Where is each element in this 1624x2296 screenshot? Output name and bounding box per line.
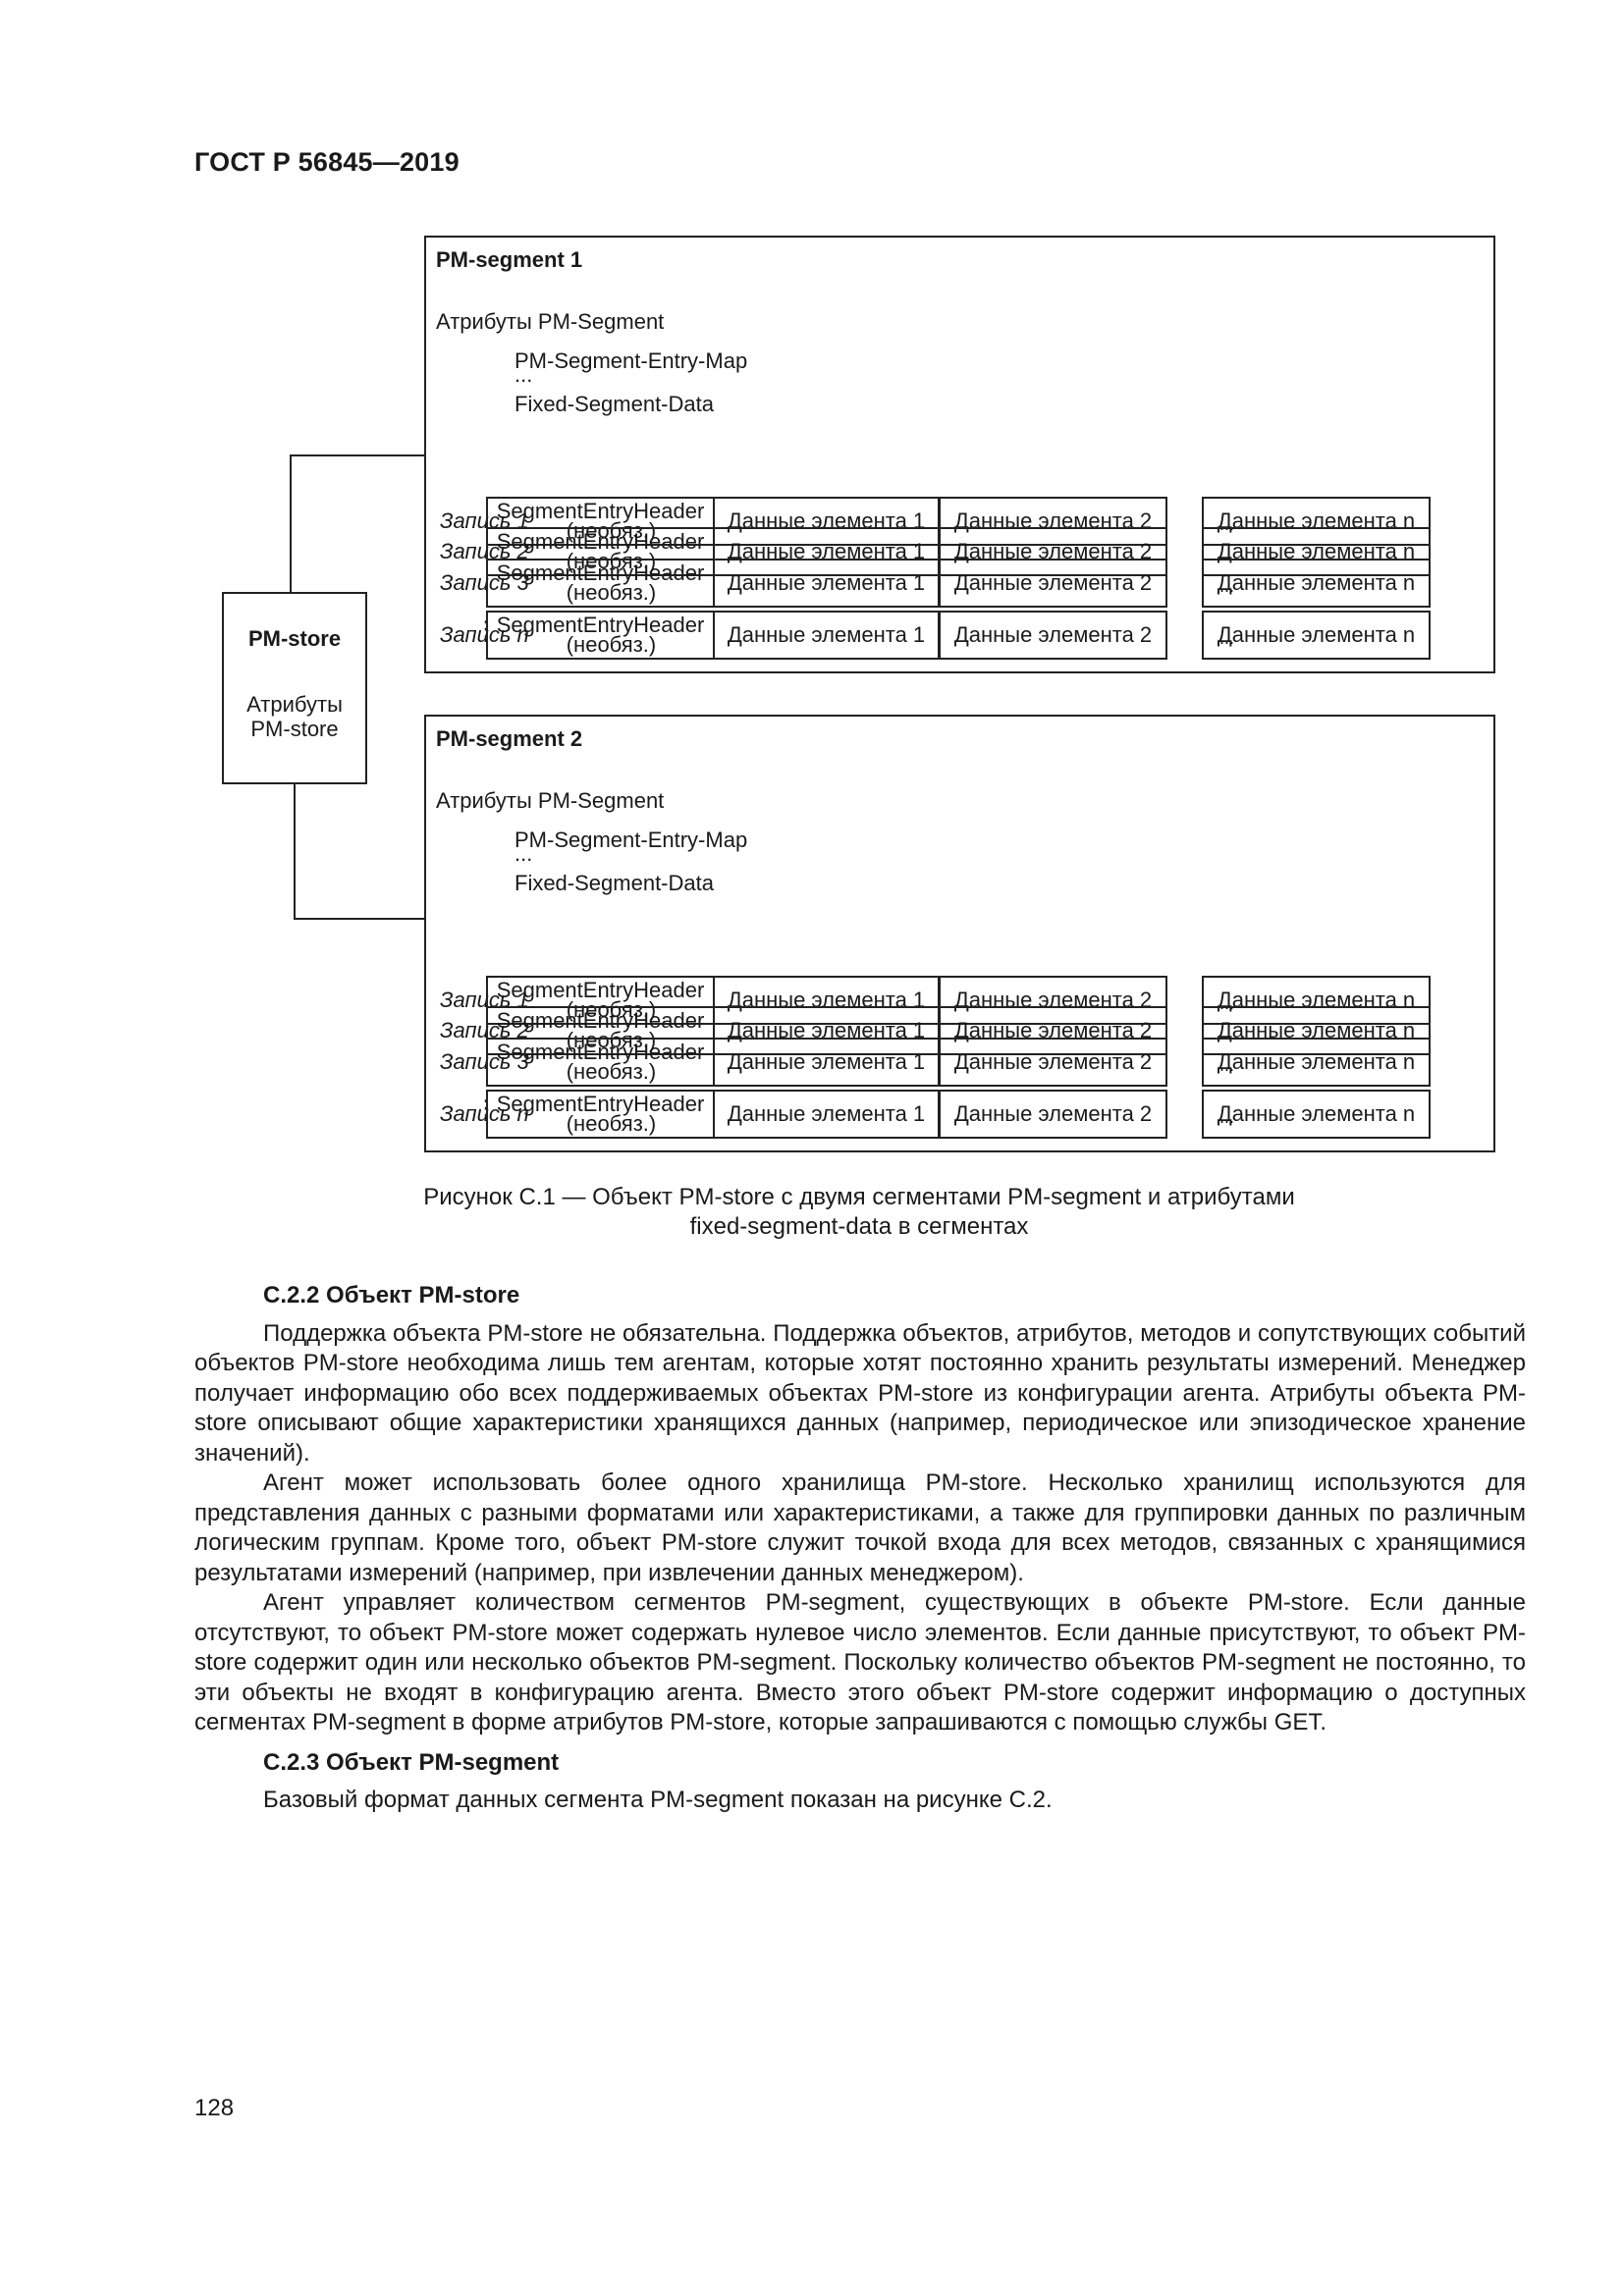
data-element-cell: Данные элемента n bbox=[1202, 611, 1431, 660]
segment-entry-header-label: SegmentEntryHeader bbox=[496, 1039, 705, 1064]
optional-label: (необяз.) bbox=[566, 1027, 657, 1052]
segment-entry-header-label: SegmentEntryHeader bbox=[496, 528, 705, 554]
body-text: С.2.2 Объект PM-store Поддержка объекта … bbox=[194, 1281, 1526, 1816]
optional-label: (необяз.) bbox=[566, 1110, 657, 1136]
segment-entry-header-label: SegmentEntryHeader bbox=[496, 612, 705, 637]
segment-entry-header-label: SegmentEntryHeader bbox=[496, 560, 705, 585]
data-element-cell: Данные элемента 2 bbox=[939, 559, 1167, 608]
figure-caption: Рисунок С.1 — Объект PM-store с двумя се… bbox=[295, 1183, 1424, 1242]
figure-caption-line-2: fixed-segment-data в сегментах bbox=[689, 1213, 1029, 1240]
pm-store-attributes-line-1: Атрибуты bbox=[246, 692, 343, 717]
record-label: Запись n bbox=[440, 622, 529, 647]
pm-segment-box: PM-segment 2 Атрибуты PM-Segment PM-Segm… bbox=[424, 715, 1495, 1152]
elements-ellipsis: ... bbox=[1219, 1107, 1235, 1127]
segment-attributes-label: Атрибуты PM-Segment bbox=[436, 788, 665, 813]
elements-ellipsis: ... bbox=[1219, 993, 1235, 1013]
segment-title: PM-segment 1 bbox=[436, 247, 583, 272]
data-element-cell: Данные элемента n bbox=[1202, 559, 1431, 608]
data-element-cell: Данные элемента 1 bbox=[713, 1038, 940, 1087]
elements-ellipsis: ... bbox=[1219, 576, 1235, 596]
segment-entry-header-cell: SegmentEntryHeader(необяз.) bbox=[486, 1090, 715, 1139]
segment-entry-map-label: PM-Segment-Entry-Map bbox=[514, 348, 748, 373]
paragraph: Агент может использовать более одного хр… bbox=[194, 1469, 1526, 1586]
data-element-cell: Данные элемента n bbox=[1202, 1038, 1431, 1087]
segment-entry-map-label: PM-Segment-Entry-Map bbox=[514, 828, 748, 852]
section-heading-pm-store: С.2.2 Объект PM-store bbox=[263, 1282, 520, 1308]
segment-entry-header-label: SegmentEntryHeader bbox=[496, 498, 705, 523]
segment-entry-header-cell: SegmentEntryHeader(необяз.) bbox=[486, 497, 715, 546]
segment-entry-header-cell: SegmentEntryHeader(необяз.) bbox=[486, 1038, 715, 1087]
optional-label: (необяз.) bbox=[566, 996, 657, 1022]
connector-store-to-segment-1 bbox=[290, 454, 424, 592]
record-label: Запись 3 bbox=[440, 570, 529, 595]
optional-label: (необяз.) bbox=[566, 579, 657, 605]
segment-ellipsis: ... bbox=[514, 362, 533, 387]
optional-label: (необяз.) bbox=[566, 548, 657, 573]
segment-entry-header-label: SegmentEntryHeader bbox=[496, 977, 705, 1002]
section-heading-pm-segment: С.2.3 Объект PM-segment bbox=[263, 1748, 560, 1776]
pm-store-box: PM-store Атрибуты PM-store bbox=[222, 592, 367, 784]
elements-ellipsis: ... bbox=[1219, 628, 1235, 648]
paragraph: Базовый формат данных сегмента PM-segmen… bbox=[263, 1787, 1053, 1813]
record-label: Запись n bbox=[440, 1101, 529, 1126]
figure-pm-store-diagram: PM-store Атрибуты PM-store PM-segment 1 … bbox=[222, 236, 1495, 1152]
segment-attributes-label: Атрибуты PM-Segment bbox=[436, 309, 665, 334]
paragraph: Агент управляет количеством сегментов PM… bbox=[194, 1589, 1526, 1735]
data-element-cell: Данные элемента 2 bbox=[939, 611, 1167, 660]
pm-store-attributes-line-2: PM-store bbox=[250, 717, 339, 742]
paragraph: Поддержка объекта PM-store не обязательн… bbox=[194, 1319, 1526, 1467]
segment-title: PM-segment 2 bbox=[436, 726, 583, 751]
segment-entry-header-cell: SegmentEntryHeader(необяз.) bbox=[486, 527, 715, 576]
optional-label: (необяз.) bbox=[566, 517, 657, 543]
elements-ellipsis: ... bbox=[1219, 514, 1235, 534]
segment-entry-header-label: SegmentEntryHeader bbox=[496, 1091, 705, 1116]
data-element-cell: Данные элемента 2 bbox=[939, 1090, 1167, 1139]
pm-store-title: PM-store bbox=[247, 626, 342, 651]
optional-label: (необяз.) bbox=[566, 1058, 657, 1084]
elements-ellipsis: ... bbox=[1219, 1055, 1235, 1075]
segment-entry-header-label: SegmentEntryHeader bbox=[496, 1007, 705, 1033]
segment-fixed-data-label: Fixed-Segment-Data bbox=[514, 392, 714, 416]
segment-entry-header-cell: SegmentEntryHeader(необяз.) bbox=[486, 559, 715, 608]
record-label: Запись 3 bbox=[440, 1049, 529, 1074]
data-element-cell: Данные элемента 1 bbox=[713, 611, 940, 660]
data-element-cell: Данные элемента 2 bbox=[939, 1038, 1167, 1087]
segment-entry-header-cell: SegmentEntryHeader(необяз.) bbox=[486, 1006, 715, 1055]
figure-caption-line-1: Рисунок С.1 — Объект PM-store с двумя се… bbox=[423, 1184, 1295, 1210]
pm-store-attributes: Атрибуты PM-store bbox=[224, 692, 365, 742]
segment-fixed-data-label: Fixed-Segment-Data bbox=[514, 871, 714, 895]
data-element-cell: Данные элемента n bbox=[1202, 1090, 1431, 1139]
data-element-cell: Данные элемента 1 bbox=[713, 559, 940, 608]
pm-segment-box: PM-segment 1 Атрибуты PM-Segment PM-Segm… bbox=[424, 236, 1495, 673]
optional-label: (необяз.) bbox=[566, 631, 657, 657]
data-element-cell: Данные элемента 1 bbox=[713, 1090, 940, 1139]
page-number: 128 bbox=[194, 2095, 235, 2121]
document-header: ГОСТ Р 56845—2019 bbox=[194, 147, 460, 177]
segment-entry-header-cell: SegmentEntryHeader(необяз.) bbox=[486, 611, 715, 660]
segment-ellipsis: ... bbox=[514, 841, 533, 866]
connector-store-to-segment-2 bbox=[294, 784, 424, 920]
